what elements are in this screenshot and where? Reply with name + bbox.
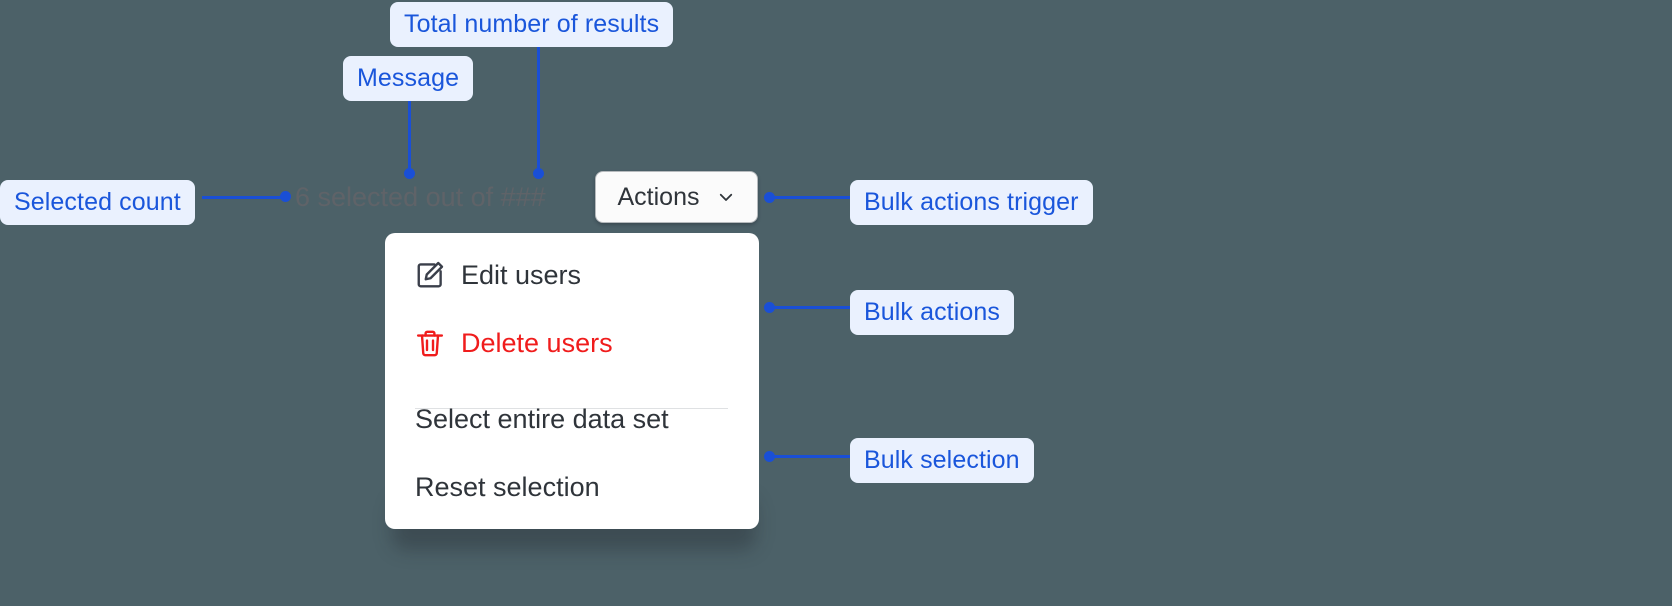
chevron-down-icon — [717, 188, 735, 206]
connector-dot-bulk-actions — [764, 302, 775, 313]
callout-selected-count: Selected count — [0, 180, 195, 225]
menu-item-reset-selection[interactable]: Reset selection — [385, 459, 759, 515]
bulk-actions-dropdown-menu: Edit users Delete users Select entire da… — [385, 233, 759, 529]
trash-icon — [415, 328, 445, 358]
connector-dot-selected-count — [280, 191, 291, 202]
connector-selected-count — [202, 196, 287, 199]
connector-message — [408, 92, 411, 172]
connector-dot-bulk-selection — [764, 451, 775, 462]
connector-bulk-selection — [770, 455, 852, 458]
menu-item-edit-users[interactable]: Edit users — [385, 247, 759, 303]
callout-message: Message — [343, 56, 474, 101]
menu-item-label: Delete users — [461, 327, 613, 358]
connector-dot-bulk-trigger — [764, 192, 775, 203]
bulk-actions-trigger-label: Actions — [617, 182, 700, 211]
menu-item-select-entire-data-set[interactable]: Select entire data set — [385, 391, 759, 447]
menu-item-label: Edit users — [461, 259, 582, 290]
selected-count-message: 6 selected out of ### — [295, 182, 546, 212]
menu-item-label: Select entire data set — [415, 403, 669, 434]
connector-bulk-trigger — [770, 196, 852, 199]
connector-total-results — [537, 42, 540, 172]
pencil-square-icon — [415, 260, 445, 290]
menu-item-label: Reset selection — [415, 471, 600, 502]
callout-bulk-actions: Bulk actions — [850, 290, 1014, 335]
menu-divider — [415, 408, 728, 409]
callout-total-number-of-results: Total number of results — [390, 2, 674, 47]
connector-dot-message — [404, 168, 415, 179]
callout-bulk-actions-trigger: Bulk actions trigger — [850, 180, 1093, 225]
menu-item-delete-users[interactable]: Delete users — [385, 315, 759, 371]
connector-bulk-actions — [770, 306, 852, 309]
connector-dot-total-results — [533, 168, 544, 179]
bulk-actions-trigger-button[interactable]: Actions — [595, 171, 758, 223]
callout-bulk-selection: Bulk selection — [850, 438, 1034, 483]
